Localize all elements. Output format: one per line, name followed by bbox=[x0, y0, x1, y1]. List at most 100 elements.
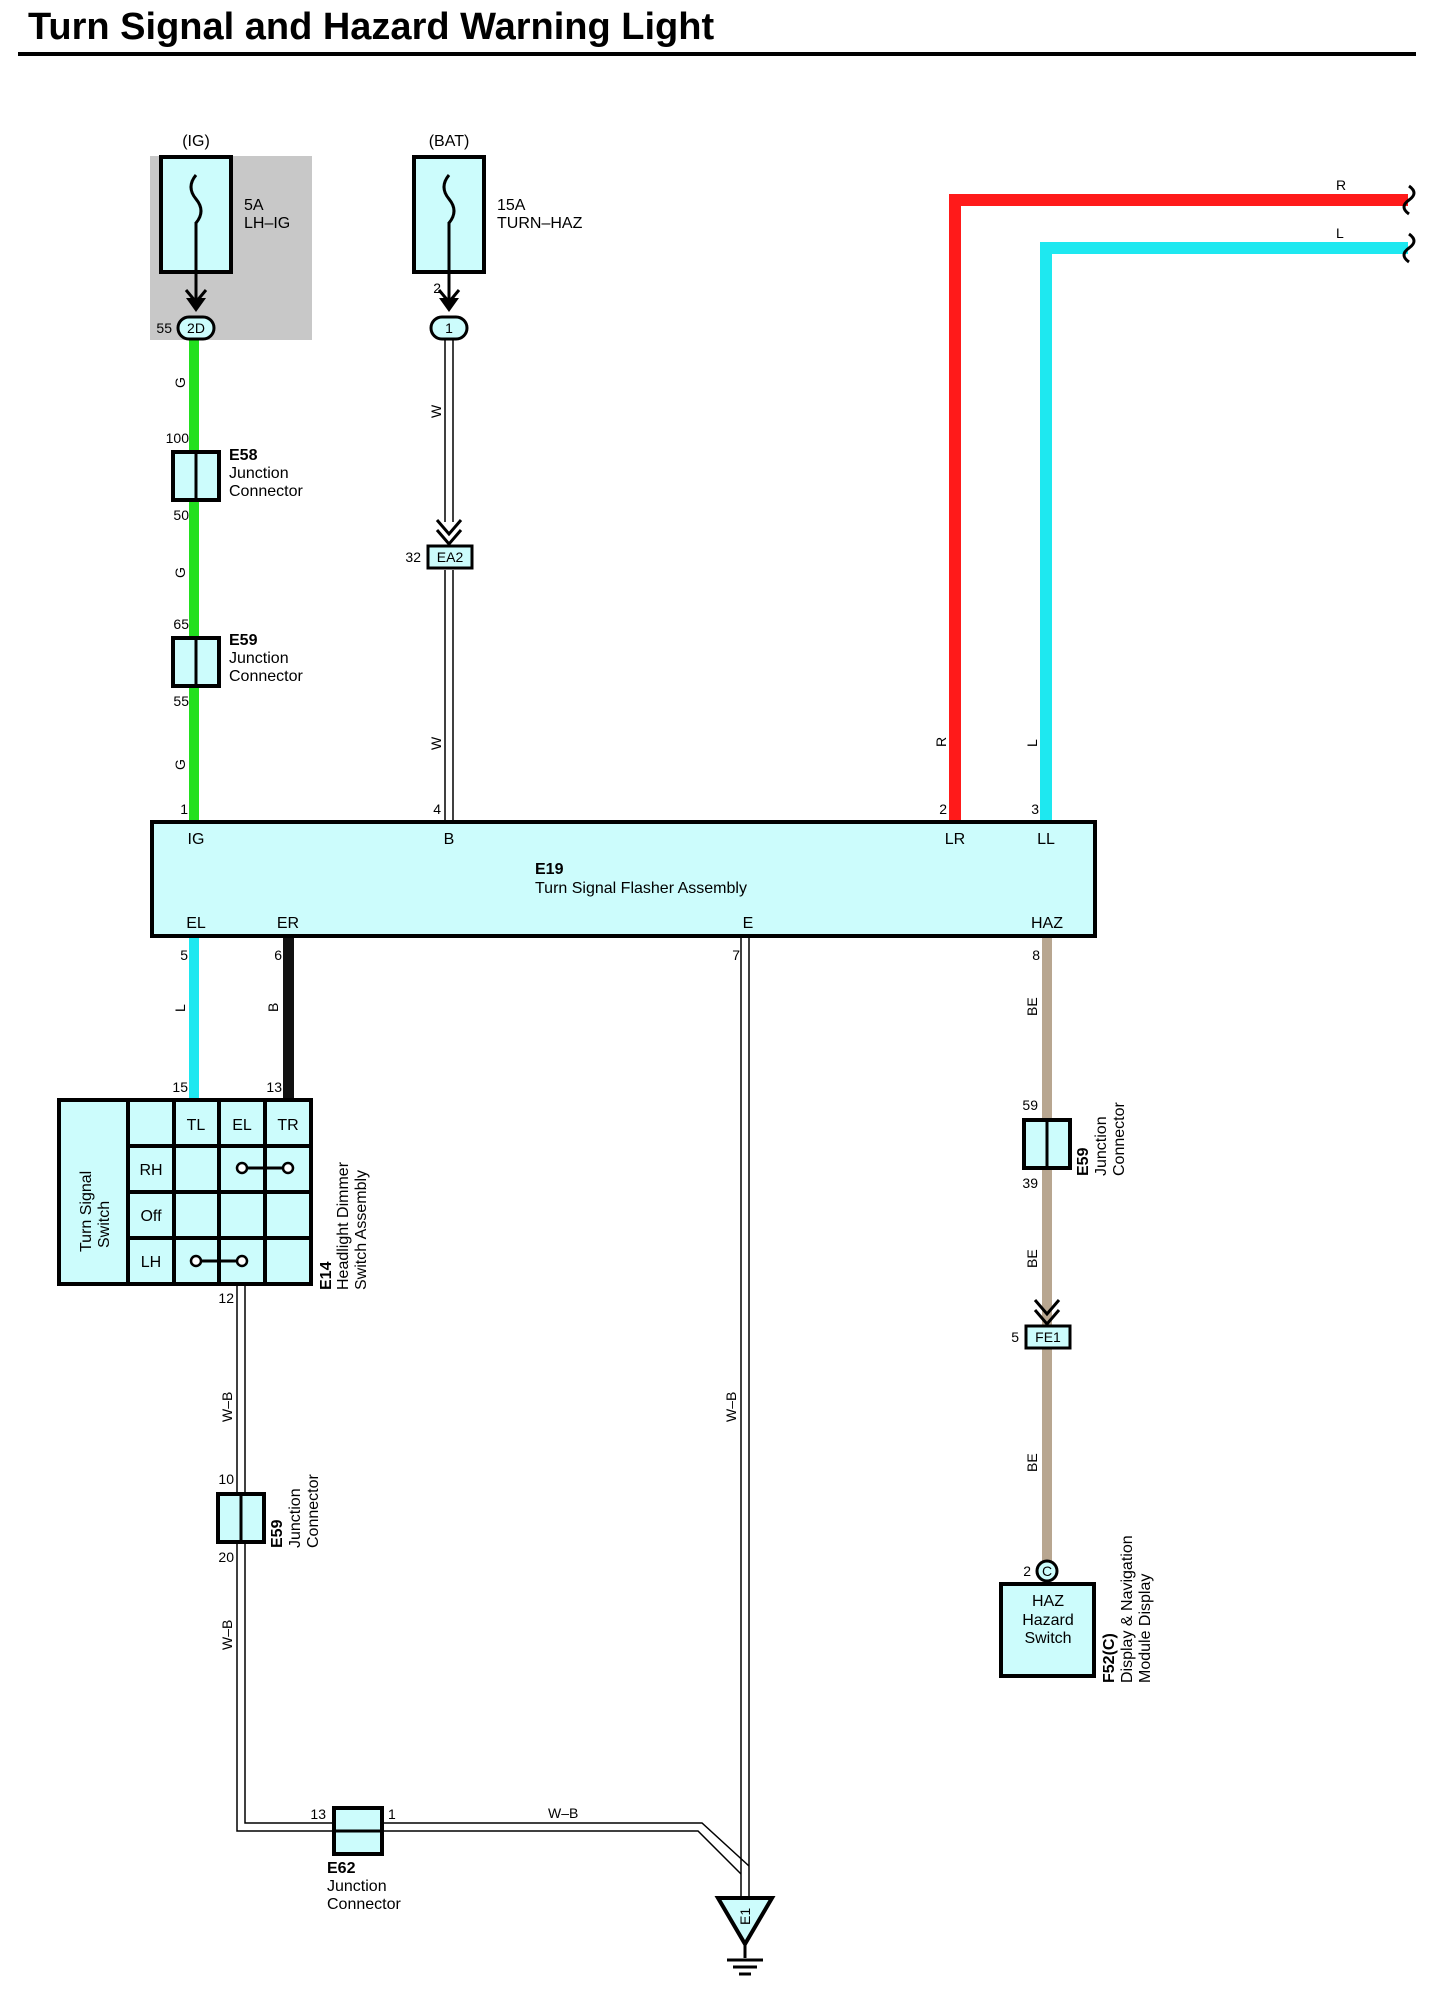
e14-pin-ground: 12 bbox=[218, 1290, 234, 1306]
e14-col-tr: TR bbox=[277, 1117, 298, 1134]
e19-terminal-lr: LR bbox=[945, 831, 965, 848]
fuse-bat-source: (BAT) bbox=[429, 133, 470, 150]
continuity-rh-icon bbox=[235, 1161, 295, 1175]
e62-desc2: Connector bbox=[327, 1896, 401, 1913]
e19-pin-el: 5 bbox=[180, 947, 188, 963]
e19-terminal-haz: HAZ bbox=[1031, 915, 1063, 932]
fuse-icon bbox=[412, 155, 486, 312]
fuse-ig-name: LH–IG bbox=[244, 215, 290, 232]
wire-label-r-h: R bbox=[1336, 177, 1346, 193]
junction-connector-e58 bbox=[171, 450, 221, 502]
e59-right-desc1: Junction bbox=[1093, 1116, 1110, 1176]
e59-top-pin-bottom: 55 bbox=[173, 693, 189, 709]
e62-pin-left: 13 bbox=[310, 1806, 326, 1822]
e14-id: E14 bbox=[318, 1261, 335, 1290]
connector-2d-label: 2D bbox=[187, 320, 205, 336]
e62-pin-right: 1 bbox=[388, 1806, 396, 1822]
e19-pin-b: 4 bbox=[433, 801, 441, 817]
e59-top-desc2: Connector bbox=[229, 668, 303, 685]
connector-2d bbox=[176, 315, 216, 341]
fuse-icon bbox=[159, 155, 233, 312]
e59-bottom-desc2: Connector bbox=[305, 1474, 322, 1548]
f52-pin: 2 bbox=[1023, 1563, 1031, 1579]
f52-label1: Hazard bbox=[1022, 1612, 1074, 1629]
junction-connector-e59-right bbox=[1022, 1118, 1072, 1170]
connector-fe1 bbox=[1024, 1324, 1072, 1350]
wire-label-w-2: W bbox=[428, 736, 444, 750]
f52-name1: Display & Navigation bbox=[1119, 1535, 1136, 1683]
f52-label2: Switch bbox=[1024, 1630, 1071, 1647]
connector-fe1-label: FE1 bbox=[1035, 1329, 1061, 1345]
e19-pin-er: 6 bbox=[274, 947, 282, 963]
continuity-lh-icon bbox=[189, 1254, 249, 1268]
junction-connector-e59-bottom bbox=[216, 1492, 266, 1544]
e19-terminal-b: B bbox=[444, 831, 455, 848]
e14-name2: Switch Assembly bbox=[353, 1170, 370, 1290]
e19-terminal-ig: IG bbox=[188, 831, 205, 848]
wire-label-b-er: B bbox=[265, 1003, 281, 1012]
e14-row-rh: RH bbox=[139, 1162, 162, 1179]
ground-icon bbox=[714, 1896, 776, 1976]
e19-pin-e: 7 bbox=[732, 947, 740, 963]
e14-switch-name2: Switch bbox=[96, 1201, 113, 1248]
wire-b-er bbox=[283, 936, 294, 1100]
wire-break-marks bbox=[1402, 184, 1416, 264]
e58-desc1: Junction bbox=[229, 465, 289, 482]
inline-arrow-icon bbox=[1033, 1299, 1061, 1327]
wire-r bbox=[949, 194, 1408, 822]
ground-e1-label: E1 bbox=[737, 1908, 753, 1925]
connector-ea2-label: EA2 bbox=[437, 549, 464, 565]
junction-connector-e62 bbox=[332, 1806, 384, 1856]
inline-arrow-icon bbox=[435, 519, 463, 547]
connector-1-label: 1 bbox=[445, 320, 453, 336]
e14-pin-tr: 13 bbox=[266, 1079, 282, 1095]
wire-w bbox=[444, 340, 454, 822]
e19-name: Turn Signal Flasher Assembly bbox=[535, 880, 747, 897]
e19-terminal-e: E bbox=[743, 915, 754, 932]
connector-ea2-pin: 32 bbox=[405, 549, 421, 565]
wire-label-g-1: G bbox=[172, 377, 188, 388]
fuse-bat-pin: 2 bbox=[433, 280, 441, 296]
e62-desc1: Junction bbox=[327, 1878, 387, 1895]
e59-bottom-id: E59 bbox=[269, 1519, 286, 1548]
e14-row-off: Off bbox=[140, 1208, 162, 1225]
component-e19 bbox=[150, 820, 1097, 938]
e14-switch-name1: Turn Signal bbox=[78, 1171, 95, 1252]
wire-label-be-1: BE bbox=[1024, 997, 1040, 1016]
e58-desc2: Connector bbox=[229, 483, 303, 500]
wire-label-g-2: G bbox=[172, 567, 188, 578]
wire-label-be-2: BE bbox=[1024, 1249, 1040, 1268]
wire-label-r-v: R bbox=[933, 737, 949, 747]
fuse-ig-rating: 5A bbox=[244, 197, 264, 214]
wire-wb bbox=[236, 936, 750, 1898]
wire-be-haz bbox=[1042, 936, 1052, 1566]
page-title: Turn Signal and Hazard Warning Light bbox=[28, 6, 715, 48]
e59-right-pin-bottom: 39 bbox=[1022, 1175, 1038, 1191]
e19-pin-haz: 8 bbox=[1032, 947, 1040, 963]
e58-pin-top: 100 bbox=[166, 430, 190, 446]
wire-g bbox=[189, 338, 199, 822]
connector-2d-pin: 55 bbox=[156, 320, 172, 336]
component-e14 bbox=[57, 1098, 313, 1286]
e59-top-pin-top: 65 bbox=[173, 616, 189, 632]
e19-id: E19 bbox=[535, 861, 564, 878]
e14-row-lh: LH bbox=[141, 1254, 161, 1271]
e59-right-desc2: Connector bbox=[1111, 1102, 1128, 1176]
wire-label-wb-2: W–B bbox=[219, 1620, 235, 1650]
f52-terminal: HAZ bbox=[1032, 1593, 1064, 1610]
e19-pin-ll: 3 bbox=[1031, 801, 1039, 817]
connector-c-label: C bbox=[1042, 1563, 1052, 1579]
e59-bottom-desc1: Junction bbox=[287, 1488, 304, 1548]
e62-id: E62 bbox=[327, 1860, 356, 1877]
wire-label-l-el: L bbox=[172, 1004, 188, 1012]
wire-label-g-3: G bbox=[172, 759, 188, 770]
component-f52 bbox=[999, 1582, 1096, 1678]
connector-c bbox=[1035, 1559, 1059, 1583]
wire-label-l-v: L bbox=[1024, 739, 1040, 747]
wire-l bbox=[1040, 242, 1408, 822]
e19-terminal-ll: LL bbox=[1037, 831, 1055, 848]
connector-fe1-pin: 5 bbox=[1011, 1329, 1019, 1345]
e59-top-id: E59 bbox=[229, 632, 258, 649]
e59-bottom-pin-bottom: 20 bbox=[218, 1549, 234, 1565]
